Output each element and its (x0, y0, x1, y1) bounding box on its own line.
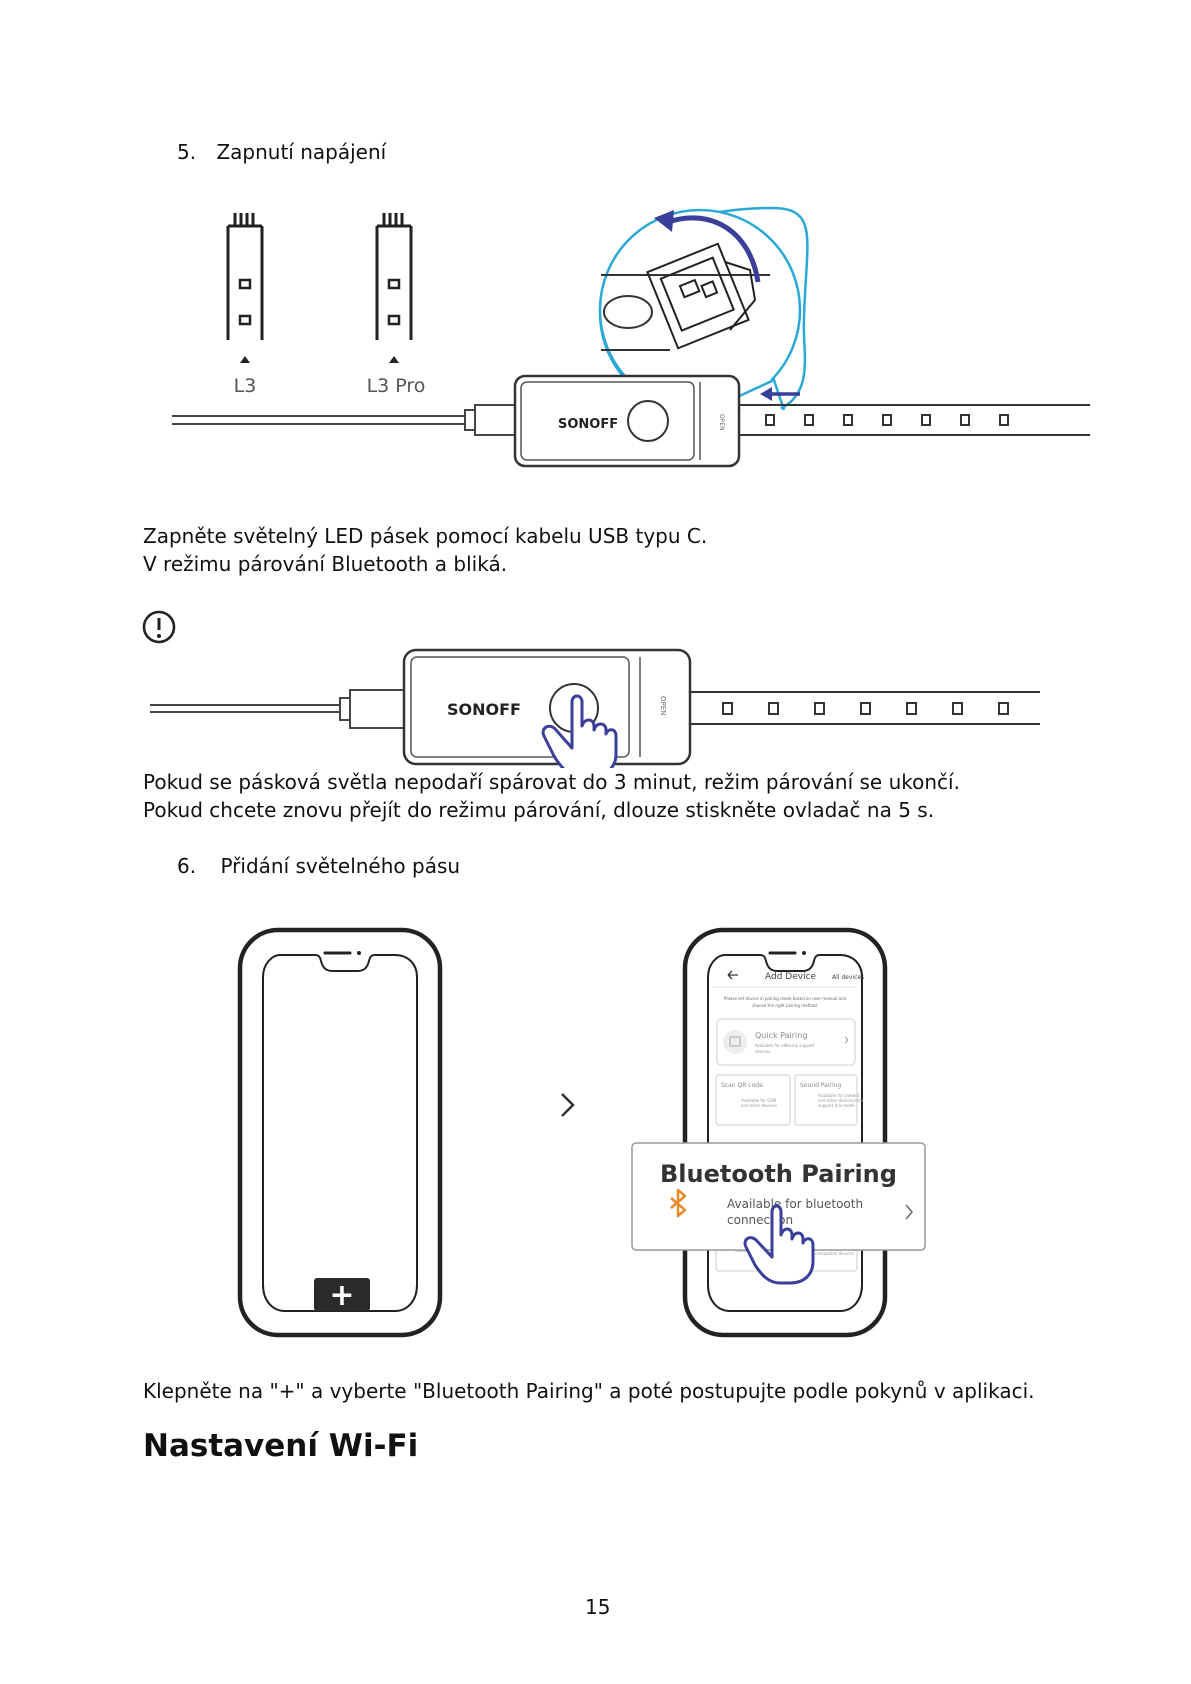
label-l3: L3 (234, 375, 257, 397)
step-title: Přidání světelného pásu (220, 854, 461, 878)
add-strip-instructions: Klepněte na "+" a vyberte "Bluetooth Pai… (143, 1377, 1035, 1405)
figure-pairing-press: SONOFF OPEN (142, 610, 1040, 768)
figure-power-on: L3 L3 Pro (172, 206, 1090, 468)
chevron-right-icon (561, 1093, 575, 1117)
quick-pairing-card[interactable]: Quick Pairing Available for eWeLink supp… (716, 1018, 856, 1066)
instruction-line: Pokud chcete znovu přejít do režimu páro… (143, 798, 935, 822)
bluetooth-pairing-card[interactable]: Bluetooth Pairing Available for bluetoot… (631, 1142, 926, 1251)
chevron-right-icon (905, 1204, 913, 1220)
quick-pairing-desc: devices (755, 1049, 770, 1054)
step-number: 5. (177, 140, 197, 164)
pairing-timeout-instructions: Pokud se pásková světla nepodaří spárova… (143, 768, 960, 824)
scan-qr-desc: and other devices (741, 1103, 777, 1108)
step-title: Zapnutí napájení (216, 140, 387, 164)
sound-pairing-desc: and other devices that (818, 1098, 864, 1103)
quick-pairing-title: Quick Pairing (755, 1031, 807, 1040)
figure-add-light-strip: + Add Device All devices Please set devi… (237, 927, 926, 1338)
quick-pairing-desc: Available for eWeLink support (755, 1043, 815, 1048)
instruction-line: V režimu párování Bluetooth a bliká. (143, 552, 508, 576)
l3-pointer-icon (240, 356, 250, 363)
plus-icon: + (329, 1278, 354, 1313)
instruction-line: Zapněte světelný LED pásek pomocí kabelu… (143, 524, 708, 548)
add-button[interactable]: + (314, 1278, 370, 1313)
instruction-line: Klepněte na "+" a vyberte "Bluetooth Pai… (143, 1379, 1035, 1403)
app-header-link[interactable]: All devices (832, 974, 864, 981)
l3-pro-pointer-icon (389, 356, 399, 363)
instruction-line: Pokud se pásková světla nepodaří spárova… (143, 770, 960, 794)
brand-logo: SONOFF (558, 417, 618, 432)
controller-illustration (402, 648, 692, 766)
port-label: OPEN (718, 414, 725, 431)
pointing-hand-icon (541, 694, 618, 768)
controller-illustration (513, 374, 741, 468)
connector-l3-illustration (226, 213, 264, 340)
sound-pairing-title: Sound Pairing (800, 1082, 841, 1089)
scan-qr-title: Scan QR code (721, 1082, 763, 1089)
bluetooth-icon (670, 1188, 687, 1218)
step-5-heading: 5. Zapnutí napájení (177, 140, 386, 164)
label-l3-pro: L3 Pro (367, 375, 426, 397)
step-number: 6. (177, 854, 197, 878)
usb-cable-illustration (172, 404, 516, 436)
phone-left-illustration (237, 927, 443, 1338)
power-on-instructions: Zapněte světelný LED pásek pomocí kabelu… (143, 522, 707, 578)
led-strip-illustration (740, 404, 1090, 436)
scan-qr-desc: Available for GSM (741, 1098, 777, 1103)
bluetooth-pairing-desc: connection (727, 1213, 793, 1227)
app-intro-line: Please set device in pairing mode based … (724, 996, 847, 1001)
section-heading: Nastavení Wi-Fi (143, 1428, 419, 1464)
page-number: 15 (585, 1595, 611, 1619)
scan-qr-card[interactable]: Scan QR code Available for GSM and other… (715, 1074, 791, 1126)
port-label: OPEN (659, 696, 667, 715)
sound-pairing-card[interactable]: Sound Pairing Available for camera and o… (794, 1074, 864, 1126)
led-strip-illustration (690, 691, 1040, 725)
warning-icon (142, 610, 176, 644)
sound-pairing-desc: support this mode (818, 1103, 855, 1108)
app-intro-line: choose the right pairing method. (752, 1003, 818, 1008)
bluetooth-pairing-title: Bluetooth Pairing (660, 1160, 897, 1188)
connector-l3-pro-illustration (375, 213, 413, 340)
pointing-hand-icon (743, 1204, 815, 1285)
sound-pairing-desc: Available for camera (818, 1093, 860, 1098)
app-header-title: Add Device (765, 972, 817, 982)
bluetooth-pairing-desc: Available for bluetooth (727, 1197, 863, 1211)
brand-logo: SONOFF (447, 700, 521, 719)
step-6-heading: 6. Přidání světelného pásu (177, 854, 460, 878)
chevron-right-icon (844, 1036, 849, 1044)
usb-cable-illustration (150, 689, 405, 729)
homekit-desc: compatible devices (815, 1251, 854, 1256)
insert-arrow-icon (760, 387, 800, 401)
back-arrow-icon[interactable] (727, 970, 738, 980)
